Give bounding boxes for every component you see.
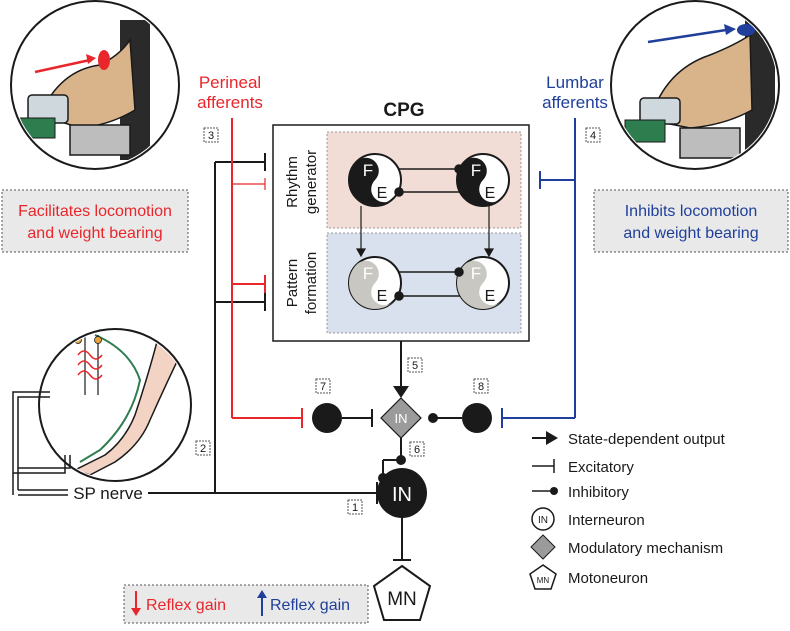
sp-nerve-loop: [12, 391, 71, 496]
rhythm-label-line1: Rhythm: [284, 156, 301, 208]
facilitates-line2: and weight bearing: [27, 225, 162, 242]
legend-label-1: Excitatory: [568, 459, 634, 476]
step-boxes: 3 4 5 7 8 6 2 1: [195, 127, 601, 515]
step-7: 7: [320, 381, 326, 393]
in8-to-modulator: [428, 413, 462, 423]
modulatory-in-label: IN: [395, 411, 408, 426]
pattern-right-e: E: [485, 288, 496, 305]
step-4: 4: [590, 130, 596, 142]
pattern-halfcenter-left: [348, 256, 402, 310]
rhythm-right-f: F: [471, 161, 481, 180]
legend: State-dependent output Excitatory Inhibi…: [529, 431, 726, 590]
pattern-left-e: E: [377, 288, 388, 305]
step-1: 1: [352, 502, 358, 514]
facilitates-line1: Facilitates locomotion: [18, 203, 172, 220]
rhythm-left-e: E: [377, 185, 388, 202]
in7-to-modulator: [342, 409, 373, 427]
pattern-label-line2: formation: [303, 252, 320, 315]
sp-nerve-pathway: [148, 153, 378, 504]
step-2: 2: [200, 443, 206, 455]
step-6: 6: [414, 444, 420, 456]
legend-motoneuron-symbol: MN: [537, 576, 550, 585]
cat-right-illustration: [610, 0, 780, 170]
interneuron-7: [312, 403, 342, 433]
step-8: 8: [478, 381, 484, 393]
rhythm-halfcenter-left: [348, 153, 402, 207]
reflex-gain-decrease-label: Reflex gain: [146, 597, 226, 614]
legend-label-3: Interneuron: [568, 512, 645, 529]
interneuron-8: [462, 403, 492, 433]
lumbar-afferents-label-line2: afferents: [542, 93, 608, 112]
interneuron-main-label: IN: [392, 484, 412, 506]
inhibits-box: Inhibits locomotion and weight bearing: [593, 189, 789, 253]
legend-excitatory: Excitatory: [532, 459, 634, 476]
legend-label-5: Motoneuron: [568, 570, 648, 587]
pattern-halfcenter-right: [456, 256, 510, 310]
rhythm-halfcenter-right: [456, 153, 510, 207]
perineal-afferents-label-line1: Perineal: [199, 73, 261, 92]
cat-left-illustration: [10, 0, 180, 170]
leg-illustration: [38, 328, 192, 482]
cpg-title: CPG: [383, 100, 424, 121]
lumbar-afferents-label-line1: Lumbar: [546, 73, 604, 92]
sp-nerve-label: SP nerve: [73, 484, 143, 503]
step-3: 3: [208, 130, 214, 142]
motoneuron-label: MN: [387, 589, 417, 610]
rhythm-to-pattern-arrows: [355, 206, 495, 258]
step-5: 5: [412, 360, 418, 372]
legend-interneuron-symbol: IN: [538, 515, 548, 526]
legend-modulatory: Modulatory mechanism: [530, 534, 723, 560]
interneuron-main: IN: [377, 468, 427, 518]
lumbar-pathway: [501, 118, 576, 428]
modulatory-in-diamond: IN: [380, 397, 422, 439]
legend-interneuron: IN Interneuron: [531, 507, 645, 531]
legend-label-2: Inhibitory: [568, 484, 629, 501]
legend-label-0: State-dependent output: [568, 431, 726, 448]
rhythm-label-line2: generator: [303, 150, 320, 214]
in-to-mn: [393, 518, 411, 561]
legend-motoneuron: MN Motoneuron: [529, 564, 648, 590]
facilitates-box: Facilitates locomotion and weight bearin…: [1, 189, 189, 253]
cpg-output-arrow: [393, 341, 409, 398]
reflex-gain-increase-label: Reflex gain: [270, 597, 350, 614]
motoneuron-pentagon: MN: [372, 564, 432, 621]
reflex-gain-box: Reflex gain Reflex gain: [123, 584, 369, 624]
pattern-label-line1: Pattern: [284, 259, 301, 307]
pattern-left-f: F: [363, 264, 373, 283]
legend-state-dependent: State-dependent output: [532, 431, 726, 448]
pattern-right-f: F: [471, 264, 481, 283]
inhibits-line2: and weight bearing: [623, 225, 758, 242]
cpg-inhibitory-connections: [394, 164, 464, 301]
rhythm-left-f: F: [363, 161, 373, 180]
legend-inhibitory: Inhibitory: [532, 484, 629, 501]
inhibits-line1: Inhibits locomotion: [625, 203, 758, 220]
legend-label-4: Modulatory mechanism: [568, 540, 723, 557]
rhythm-right-e: E: [485, 185, 496, 202]
perineal-afferents-label-line2: afferents: [197, 93, 263, 112]
perineal-pathway: [231, 118, 303, 428]
